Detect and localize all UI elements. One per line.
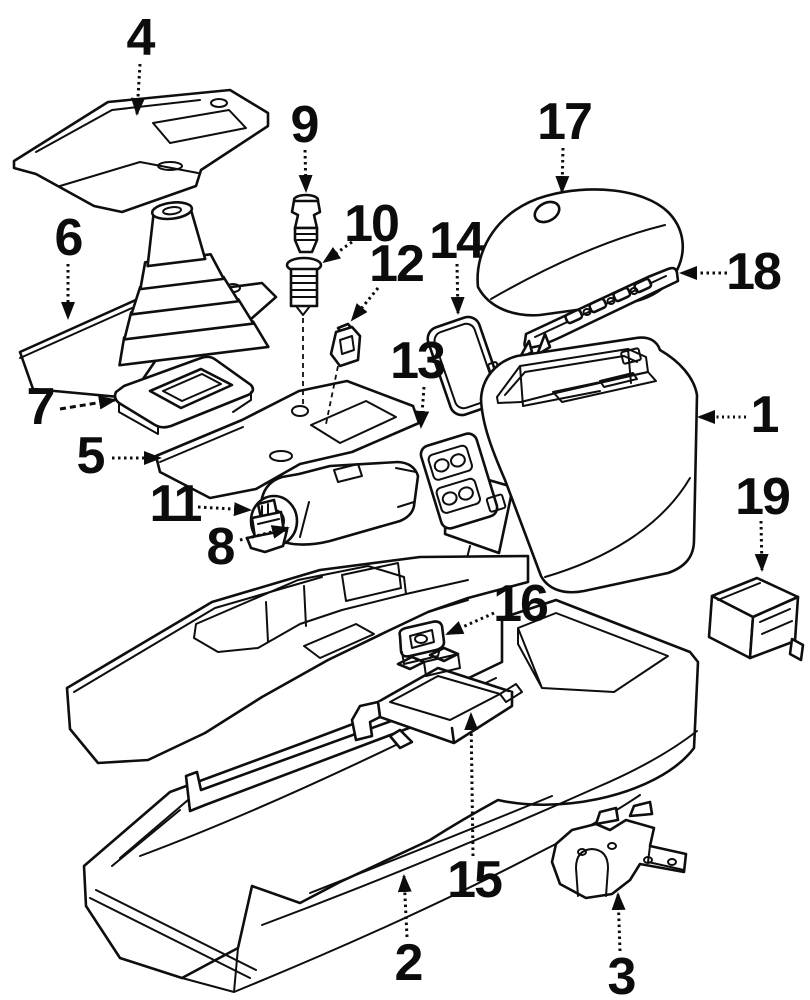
part-18-hinge-strip	[517, 266, 680, 361]
callout-14[interactable]: 14	[429, 212, 487, 270]
callout-18[interactable]: 18	[726, 243, 783, 301]
callout-12[interactable]: 12	[369, 235, 425, 293]
callout-5[interactable]: 5	[77, 427, 107, 485]
callout-16[interactable]: 16	[493, 575, 550, 633]
callout-8-arrow	[239, 525, 290, 542]
callout-10[interactable]: 10	[344, 195, 400, 253]
part-1-console-body	[479, 336, 699, 594]
callout-3-arrow	[611, 892, 626, 952]
part-7-shift-boot	[113, 355, 255, 435]
part-5-indicator-plate	[154, 379, 421, 500]
callout-19[interactable]: 19	[735, 468, 791, 526]
callout-7-arrow	[59, 395, 117, 411]
callout-8[interactable]: 8	[207, 518, 237, 576]
part-9-lighter-element	[290, 193, 322, 254]
callout-4[interactable]: 4	[127, 9, 158, 67]
part-2-console-base	[82, 598, 700, 993]
callout-1[interactable]: 1	[751, 386, 781, 444]
callout-9-arrow	[298, 149, 313, 193]
callout-19-arrow	[754, 520, 769, 572]
callout-16-arrow	[445, 611, 495, 636]
callout-9[interactable]: 9	[291, 96, 320, 154]
part-6-boot-plate	[18, 201, 278, 400]
part-17-armrest-pad	[476, 188, 685, 317]
part-16-latch	[398, 620, 446, 665]
console-mid-housing	[65, 554, 530, 765]
callout-7[interactable]: 7	[27, 378, 56, 436]
callout-6[interactable]: 6	[55, 209, 85, 267]
callout-2[interactable]: 2	[395, 934, 424, 992]
callout-4-arrow	[130, 63, 145, 116]
callout-11-arrow	[197, 502, 252, 517]
callout-2-arrow	[397, 874, 412, 938]
part-3-mounting-bracket	[550, 800, 688, 900]
callout-13-arrow	[415, 386, 430, 429]
callout-17-arrow	[555, 147, 570, 194]
part-4-shift-plate	[12, 88, 270, 214]
callout-12-arrow	[350, 287, 380, 322]
shift-boot-bellows	[118, 201, 270, 367]
callout-15[interactable]: 15	[447, 851, 504, 909]
part-10-lighter-socket	[285, 256, 323, 404]
callout-11[interactable]: 11	[150, 475, 204, 533]
part-12-clip	[325, 322, 362, 425]
part-13-switch-panel	[419, 432, 515, 571]
callout-14-arrow	[450, 263, 465, 315]
callout-3[interactable]: 3	[608, 948, 638, 1000]
part-19-relay	[707, 576, 805, 662]
part-15-mounting-tray	[350, 646, 523, 750]
callout-17[interactable]: 17	[537, 93, 593, 151]
callout-13[interactable]: 13	[390, 332, 447, 390]
